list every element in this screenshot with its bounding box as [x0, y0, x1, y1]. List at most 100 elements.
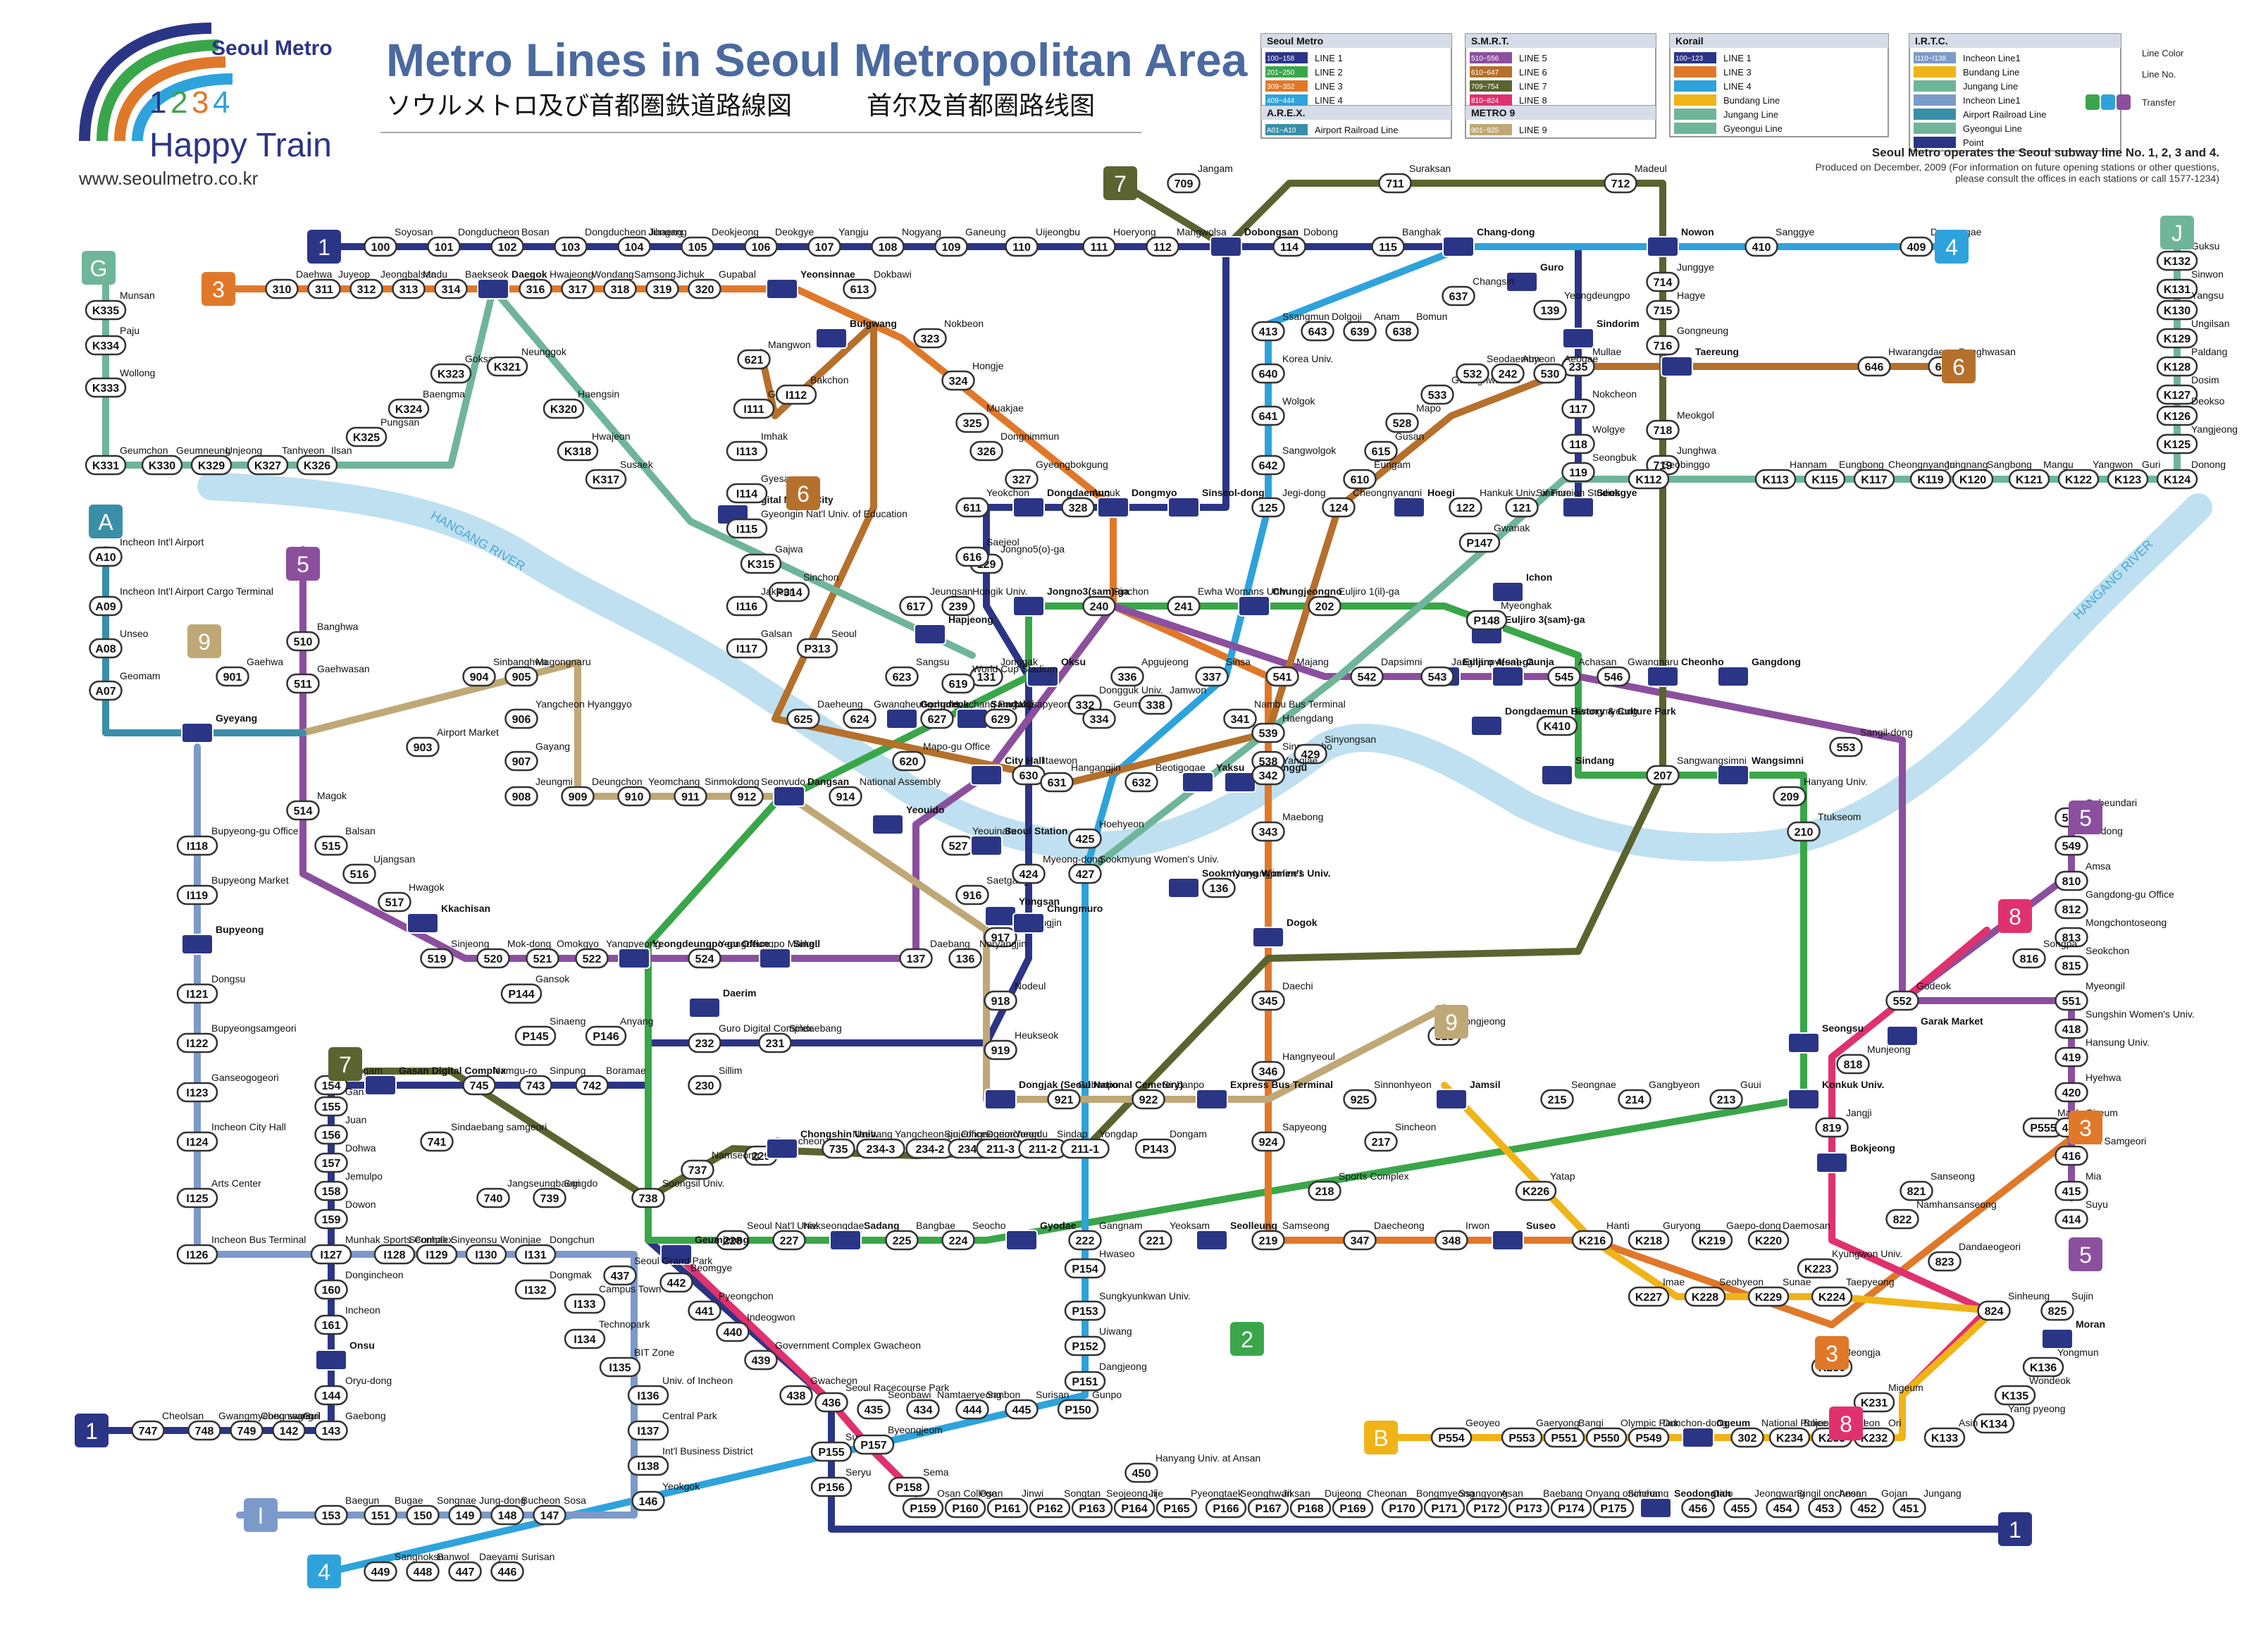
- station[interactable]: Gyodae: [1005, 1220, 1077, 1251]
- station[interactable]: Jamsil: [1435, 1079, 1501, 1110]
- station[interactable]: Seoul Station: [970, 825, 1067, 856]
- station[interactable]: Cheonho: [1647, 656, 1724, 687]
- station[interactable]: Chang-dong: [1442, 226, 1535, 257]
- station[interactable]: Yeonsinnae: [766, 268, 855, 299]
- website-url[interactable]: www.seoulmetro.co.kr: [78, 168, 259, 189]
- station[interactable]: Seongsu: [1787, 1022, 1864, 1053]
- station[interactable]: Ichon: [1492, 571, 1552, 602]
- station[interactable]: Konkuk Univ.: [1787, 1079, 1884, 1110]
- station[interactable]: Gyeyang: [181, 712, 257, 743]
- station[interactable]: Suseo: [1492, 1220, 1556, 1251]
- station[interactable]: Chungjeongno: [1238, 586, 1342, 617]
- station[interactable]: Onsu: [315, 1340, 375, 1371]
- station[interactable]: Yongsan: [984, 896, 1060, 927]
